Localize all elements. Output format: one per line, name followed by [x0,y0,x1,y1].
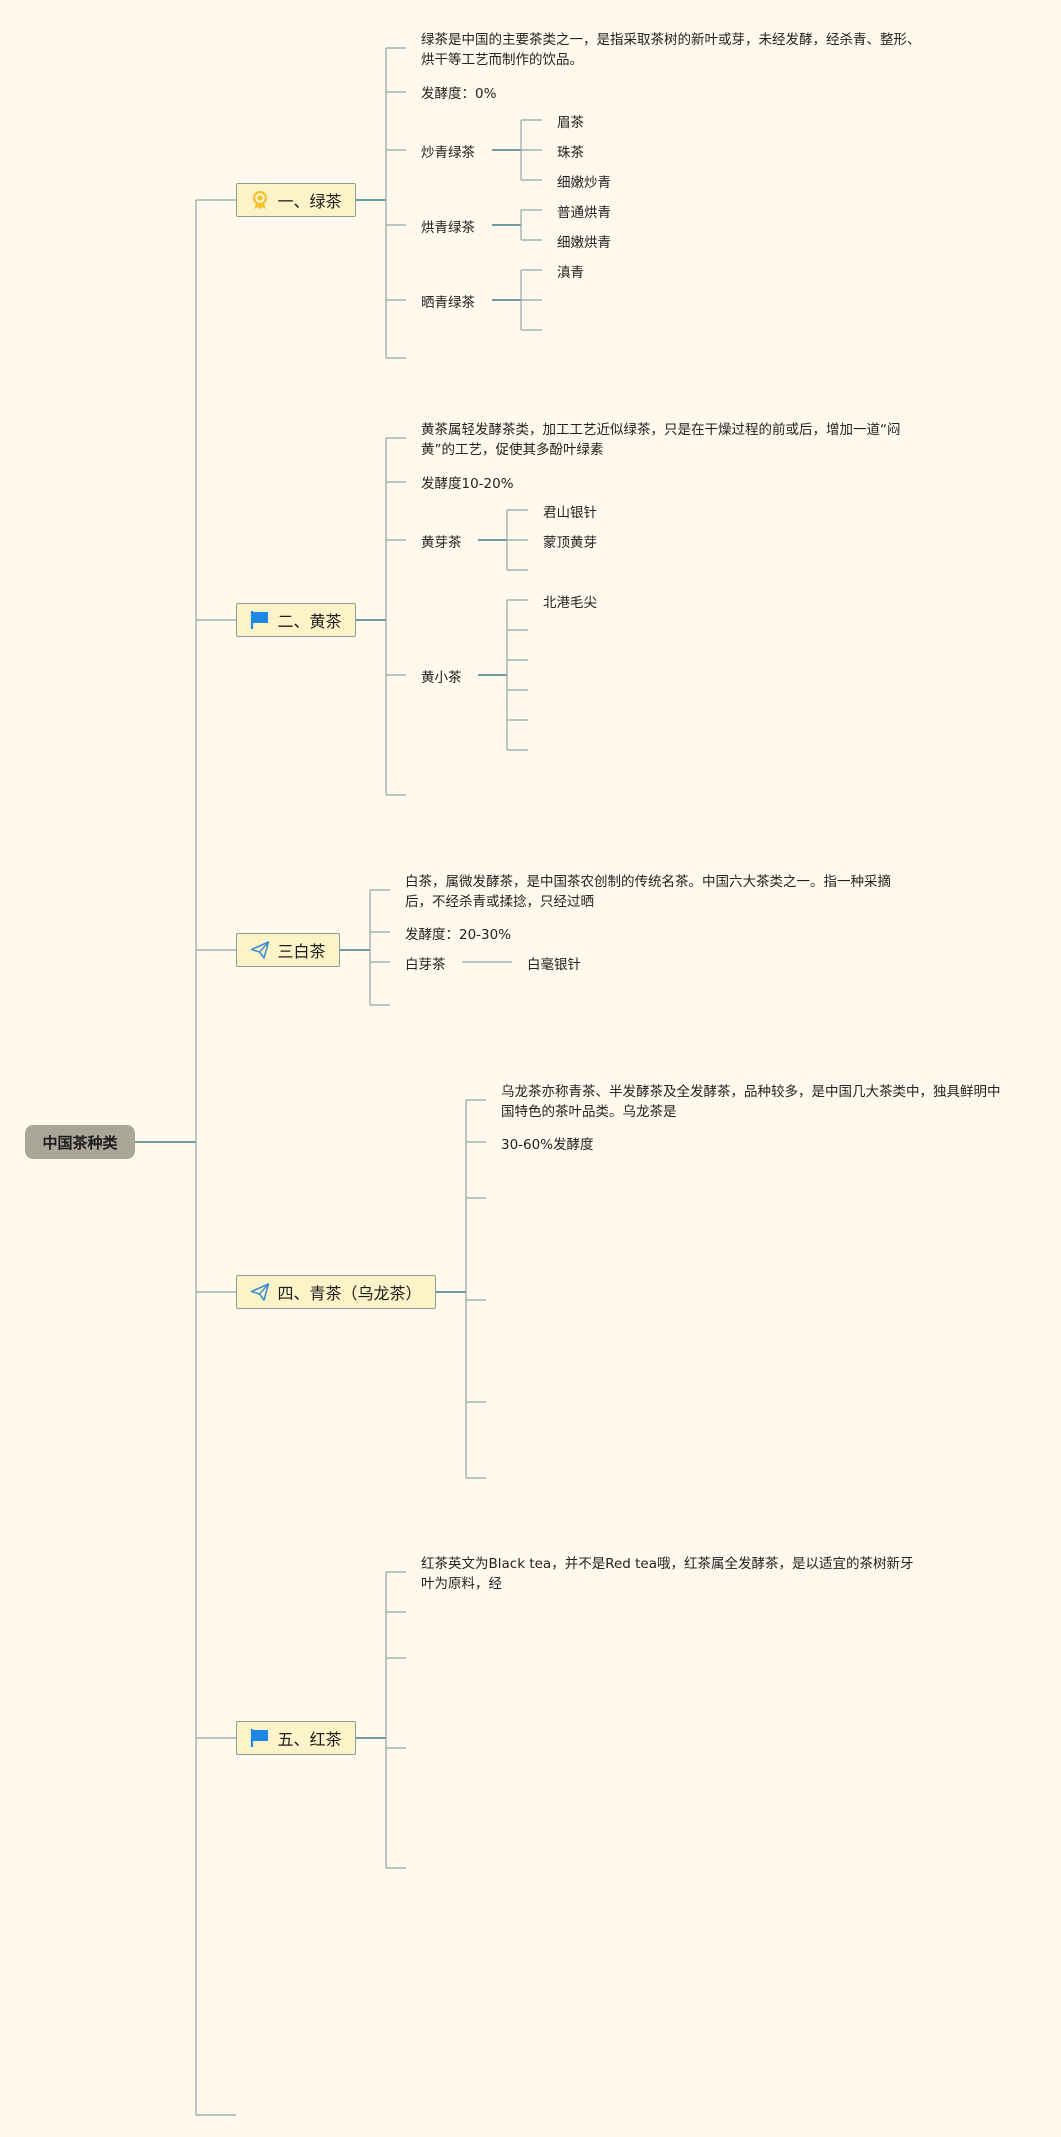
white-ferment: 发酵度：20-30% [405,927,512,943]
green-ferment: 发酵度：0% [421,86,497,102]
root-node[interactable]: 中国茶种类 [25,1125,135,1159]
branch-oolong-label: 四、青茶（乌龙茶） [277,1284,422,1303]
list-item: 北港毛尖 [543,595,597,611]
branch-black-tea[interactable]: 五、红茶 [236,1721,356,1755]
white-description: 白茶，属微发酵茶，是中国茶农创制的传统名茶。中国六大茶类之一。指一种采摘后，不经… [405,874,891,910]
branch-black-label: 五、红茶 [277,1730,342,1749]
paper-plane-icon [251,1283,270,1301]
black-description: 红茶英文为Black tea，并不是Red tea哦，红茶属全发酵茶，是以适宜的… [421,1556,914,1592]
list-item: 白毫银针 [527,957,581,973]
branch-yellow-label: 二、黄茶 [277,612,342,631]
green-description: 绿茶是中国的主要茶类之一，是指采取茶树的新叶或芽，未经发酵，经杀青、整形、烘干等… [421,32,921,68]
oolong-description: 乌龙茶亦称青茶、半发酵茶及全发酵茶，品种较多，是中国几大茶类中，独具鲜明中国特色… [501,1084,1001,1120]
branch-green-tea[interactable]: 一、绿茶 [236,183,356,217]
branch-white-label: 三白茶 [277,942,326,961]
list-item: 细嫩烘青 [557,235,611,251]
list-item: 滇青 [557,265,584,281]
list-item: 君山银针 [543,505,597,521]
branch-green-label: 一、绿茶 [277,192,342,211]
yellow-ferment: 发酵度10-20% [421,476,514,492]
root-label: 中国茶种类 [42,1133,118,1152]
list-item: 眉茶 [557,115,584,131]
branch-yellow-tea[interactable]: 二、黄茶 [236,603,356,637]
green-group-label: 烘青绿茶 [421,220,475,236]
list-item: 蒙顶黄芽 [543,535,597,551]
yellow-group-label: 黄小茶 [421,670,462,686]
list-item: 细嫩炒青 [557,175,611,191]
list-item: 普通烘青 [557,205,611,221]
flag-icon [251,1729,269,1747]
green-group-label: 炒青绿茶 [421,145,475,161]
white-group-label: 白芽茶 [405,957,446,973]
branch-oolong-tea[interactable]: 四、青茶（乌龙茶） [236,1275,436,1309]
branch-white-tea[interactable]: 三白茶 [236,933,340,967]
list-item: 珠茶 [557,145,584,161]
oolong-ferment: 30-60%发酵度 [501,1137,594,1153]
paper-plane-icon [251,941,270,959]
award-ribbon-icon [253,190,268,209]
yellow-group-label: 黄芽茶 [421,535,462,551]
yellow-description: 黄茶属轻发酵茶类，加工工艺近似绿茶，只是在干燥过程的前或后，增加一道“闷黄”的工… [421,422,901,458]
green-group-label: 晒青绿茶 [421,295,475,311]
flag-icon [251,611,269,629]
